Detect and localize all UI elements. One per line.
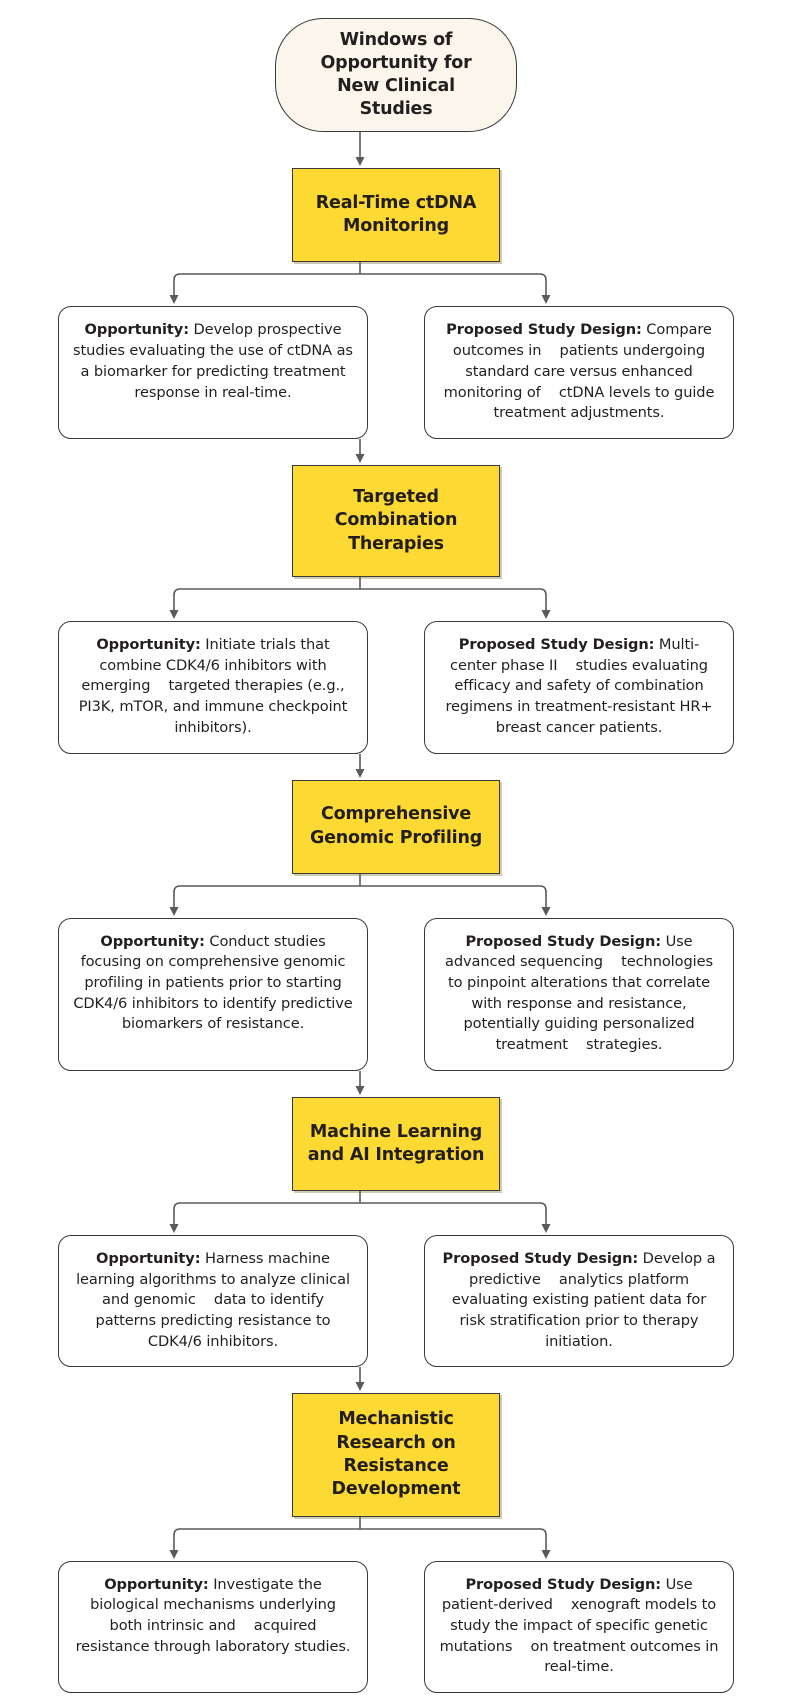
stage-node-3[interactable]: Comprehensive Genomic Profiling bbox=[292, 779, 500, 874]
stage-section-4: Machine Learning and AI Integration Oppo… bbox=[0, 1096, 792, 1368]
opportunity-text: Harness machine learning algorithms to a… bbox=[76, 1249, 355, 1350]
study-design-heading: Proposed Study Design: bbox=[446, 321, 642, 339]
leaf-pair-3: Opportunity: Conduct studies focusing on… bbox=[0, 917, 792, 1071]
connector-root-to-stage-1 bbox=[0, 132, 792, 168]
leaf-pair-5: Opportunity: Investigate the biological … bbox=[0, 1560, 792, 1694]
connector-split-2 bbox=[0, 576, 792, 621]
leaf-pair-4: Opportunity: Harness machine learning al… bbox=[0, 1234, 792, 1368]
stage-node-wrap-4: Machine Learning and AI Integration bbox=[0, 1096, 792, 1191]
study-design-box-4: Proposed Study Design: Develop a predict… bbox=[424, 1234, 734, 1368]
opportunity-box-1: Opportunity: Develop prospective studies… bbox=[58, 306, 368, 439]
study-design-box-3: Proposed Study Design: Use advanced sequ… bbox=[424, 917, 734, 1071]
opportunity-box-2: Opportunity: Initiate trials that combin… bbox=[58, 620, 368, 754]
opportunity-heading: Opportunity: bbox=[96, 1249, 201, 1267]
stage-node-4[interactable]: Machine Learning and AI Integration bbox=[292, 1096, 500, 1191]
opportunity-box-5: Opportunity: Investigate the biological … bbox=[58, 1560, 368, 1694]
stage-section-3: Comprehensive Genomic Profiling Opportun… bbox=[0, 779, 792, 1071]
opportunity-heading: Opportunity: bbox=[100, 932, 205, 950]
leaf-pair-2: Opportunity: Initiate trials that combin… bbox=[0, 620, 792, 754]
opportunity-text: Investigate the biological mechanisms un… bbox=[75, 1575, 351, 1655]
opportunity-text: Conduct studies focusing on comprehensiv… bbox=[73, 932, 358, 1033]
study-design-text: Compare outcomes in patients undergoing … bbox=[443, 321, 719, 422]
opportunity-text: Develop prospective studies evaluating t… bbox=[73, 321, 358, 401]
connector-split-4 bbox=[0, 1190, 792, 1235]
study-design-text: Multi-center phase II studies evaluating… bbox=[445, 635, 718, 736]
connector-split-1 bbox=[0, 262, 792, 306]
connector-stage-4-to-5 bbox=[0, 1367, 792, 1393]
stage-section-5: Mechanistic Research on Resistance Devel… bbox=[0, 1393, 792, 1694]
stage-node-5[interactable]: Mechanistic Research on Resistance Devel… bbox=[292, 1393, 500, 1517]
study-design-heading: Proposed Study Design: bbox=[442, 1249, 639, 1267]
stage-node-wrap-2: Targeted Combination Therapies bbox=[0, 464, 792, 577]
stage-node-2[interactable]: Targeted Combination Therapies bbox=[292, 464, 500, 577]
study-design-box-5: Proposed Study Design: Use patient-deriv… bbox=[424, 1560, 734, 1694]
study-design-heading: Proposed Study Design: bbox=[465, 1575, 662, 1593]
stage-section-1: Real-Time ctDNA Monitoring Opportunity: … bbox=[0, 168, 792, 439]
study-design-box-2: Proposed Study Design: Multi-center phas… bbox=[424, 620, 734, 754]
opportunity-box-4: Opportunity: Harness machine learning al… bbox=[58, 1234, 368, 1368]
opportunity-text: Initiate trials that combine CDK4/6 inhi… bbox=[78, 635, 352, 736]
opportunity-heading: Opportunity: bbox=[104, 1575, 209, 1593]
study-design-text: Develop a predictive analytics platform … bbox=[451, 1249, 720, 1350]
stage-node-wrap-5: Mechanistic Research on Resistance Devel… bbox=[0, 1393, 792, 1517]
stage-node-wrap-1: Real-Time ctDNA Monitoring bbox=[0, 168, 792, 263]
study-design-text: Use advanced sequencing technologies to … bbox=[445, 932, 718, 1054]
stage-node-1[interactable]: Real-Time ctDNA Monitoring bbox=[292, 168, 500, 263]
stage-node-wrap-3: Comprehensive Genomic Profiling bbox=[0, 779, 792, 874]
study-design-box-1: Proposed Study Design: Compare outcomes … bbox=[424, 306, 734, 439]
study-design-text: Use patient-derived xenograft models to … bbox=[439, 1575, 723, 1676]
stage-section-2: Targeted Combination Therapies Opportuni… bbox=[0, 464, 792, 754]
connector-stage-3-to-4 bbox=[0, 1070, 792, 1097]
connector-split-3 bbox=[0, 873, 792, 918]
study-design-heading: Proposed Study Design: bbox=[458, 635, 655, 653]
root-node-wrap: Windows of Opportunity for New Clinical … bbox=[0, 0, 792, 133]
connector-stage-1-to-2 bbox=[0, 438, 792, 465]
connector-split-5 bbox=[0, 1516, 792, 1561]
connector-stage-2-to-3 bbox=[0, 753, 792, 780]
opportunity-heading: Opportunity: bbox=[96, 635, 201, 653]
study-design-heading: Proposed Study Design: bbox=[465, 932, 662, 950]
leaf-pair-1: Opportunity: Develop prospective studies… bbox=[0, 306, 792, 439]
opportunity-heading: Opportunity: bbox=[84, 321, 190, 339]
opportunity-box-3: Opportunity: Conduct studies focusing on… bbox=[58, 917, 368, 1071]
root-node: Windows of Opportunity for New Clinical … bbox=[275, 18, 517, 133]
